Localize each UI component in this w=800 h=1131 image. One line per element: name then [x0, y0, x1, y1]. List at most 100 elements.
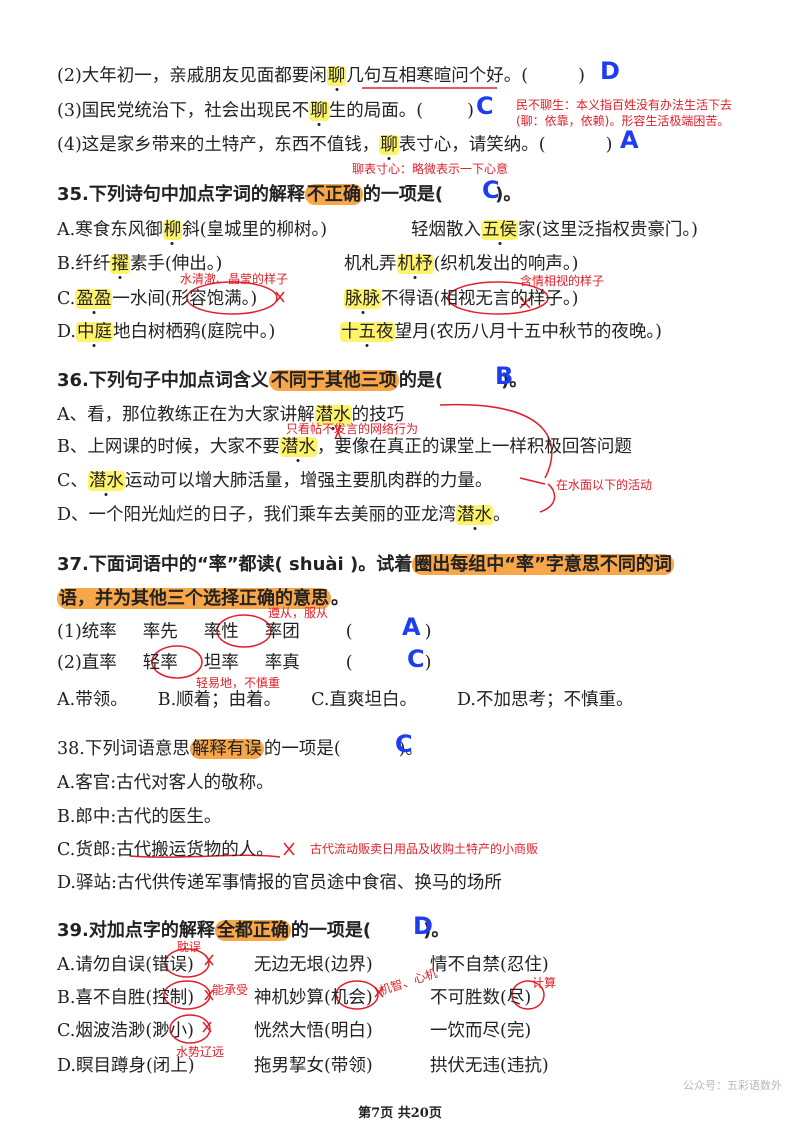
text: ) [605, 135, 613, 155]
text: ) [424, 653, 432, 673]
answer-mark: C [482, 176, 500, 204]
q35-title: 35.下列诗句中加点字词的解释不正确的一项是()。 [57, 182, 521, 208]
text: C.货郎: [57, 840, 117, 860]
dotted-char: 盈盈 [75, 289, 113, 309]
watermark: 公众号：五彩语数外 [683, 1079, 782, 1092]
q38-option-d: D.驿站:古代供传递军事情报的官员途中食宿、换马的场所 [57, 873, 502, 893]
handwritten-note: 水势辽远 [176, 1045, 225, 1059]
answer-mark: C [476, 92, 494, 120]
q39-row-b3: 不可胜数(尽) [430, 988, 532, 1008]
text: ) [578, 66, 585, 86]
text: ，要像在真正的课堂上一样积极回答问题 [316, 437, 632, 457]
text: (织机发出的响声。) [433, 254, 579, 274]
q39-row-a3: 情不自禁(忍住) [430, 955, 549, 975]
q35-option-a2: 轻烟散入五侯家(这里泛指权贵豪门。) [411, 217, 698, 243]
q37-row-1: (1)统率率先率性率团() [57, 619, 431, 645]
dotted-char: 潜水 [87, 471, 125, 491]
q38-option-b: B.郎中:古代的医生。 [57, 807, 222, 827]
word: 率真 [264, 653, 300, 673]
arrow-mark [519, 477, 546, 485]
handwritten-note: 只看帖不发言的网络行为 [286, 422, 419, 436]
text: 的是( [398, 370, 444, 391]
text: 。 [331, 588, 349, 609]
handwritten-note: 水清澈、晶莹的样子 [180, 272, 289, 286]
q38-option-c: C.货郎:古代搬运货物的人。 [57, 837, 274, 863]
text: 。 [493, 505, 511, 525]
text: 机札弄 [344, 254, 397, 274]
dotted-char: 聊 [379, 135, 399, 155]
q35-option-d: D.中庭地白树栖鸦(庭院中。) [57, 319, 275, 345]
text: 表寸心，请笑纳。( [398, 135, 546, 155]
handwritten-note: 耽误 [177, 940, 202, 954]
text: (4)这是家乡带来的土特产，东西不值钱， [57, 135, 380, 155]
q35-option-a: A.寒食东风御柳斜(皇城里的柳树。) [57, 217, 327, 243]
q38-option-a: A.客官:古代对客人的敬称。 [57, 773, 274, 793]
dotted-char: 擢 [110, 254, 130, 274]
text: C、 [57, 471, 88, 491]
handwritten-note: 轻易地，不慎重 [196, 676, 281, 690]
q39-row-b2: 神机妙算(机会) [254, 988, 373, 1008]
cross-mark [275, 291, 285, 303]
q39-row-c: C.烟波浩渺(渺小) [57, 1021, 194, 1041]
dotted-char: 潜水 [279, 437, 317, 457]
text: B、上网课的时候，大家不要 [57, 437, 280, 457]
text: )。 [423, 920, 450, 941]
text: 轻烟散入 [411, 220, 481, 240]
q36-option-d: D、一个阳光灿烂的日子，我们乘车去美丽的亚龙湾潜水。 [57, 502, 511, 528]
text: )。 [495, 184, 522, 205]
q35-option-c2: 脉脉不得语(相视无言的样子。) [344, 286, 578, 312]
text: 几句互相寒暄问个好。( [346, 66, 529, 86]
text: 35.下列诗句中加点字词的解释 [57, 184, 305, 205]
answer-mark: C [395, 730, 413, 758]
handwritten-note: (聊：依靠，依赖)。形容生活极端困苦。 [516, 114, 730, 128]
q37-options: A.带领。B.顺着；由着。C.直爽坦白。D.不加思考；不慎重。 [57, 687, 633, 713]
q35-option-c: C.盈盈一水间(形容饱满。) [57, 286, 257, 312]
q36-option-c: C、潜水运动可以增大肺活量，增强主要肌肉群的力量。 [57, 468, 492, 494]
text: 39.对加点字的解释 [57, 920, 215, 941]
highlighted-text: 不正确 [304, 184, 363, 205]
dotted-char: 中庭 [75, 322, 113, 342]
dotted-char: 十五夜 [340, 322, 395, 342]
text: 37.下面词语中的“率”都读( shuài )。试着 [57, 554, 413, 575]
handwritten-note: 古代流动贩卖日用品及收购土特产的小商贩 [310, 842, 539, 856]
q39-title: 39.对加点字的解释全都正确的一项是( )。 [57, 918, 449, 944]
word: 坦率 [203, 653, 239, 673]
text: (2)大年初一，亲戚朋友见面都要闲 [57, 66, 327, 86]
text: A、看，那位教练正在为大家讲解 [57, 405, 315, 425]
q36-title: 36.下列句子中加点词含义不同于其他三项的是()。 [57, 368, 527, 394]
q39-row-b: B.喜不自胜(控制) [57, 988, 195, 1008]
text: 的技巧 [351, 405, 405, 425]
answer-mark: D [413, 912, 433, 940]
word: 率性 [203, 622, 239, 642]
underlined-text: 古代搬运货物的人 [116, 840, 257, 860]
dotted-char: 潜水 [456, 505, 494, 525]
text: 素手(伸出。) [129, 254, 223, 274]
answer-mark: B [495, 362, 514, 390]
handwritten-note: 能承受 [212, 983, 249, 997]
text: 不得语(相视无言的样子。) [381, 289, 579, 309]
handwritten-note: 计算 [532, 976, 557, 990]
answer-mark: A [620, 126, 639, 154]
q39-row-d: D.瞑目蹲身(闭上) [57, 1056, 195, 1076]
text: (3)国民党统治下，社会出现民不 [57, 101, 310, 121]
cross-mark [202, 1021, 212, 1033]
q36-option-a: A、看，那位教练正在为大家讲解潜水的技巧 [57, 402, 404, 428]
text: ) [424, 622, 432, 642]
q36-option-b: B、上网课的时候，大家不要潜水，要像在真正的课堂上一样积极回答问题 [57, 434, 632, 460]
text: )。 [398, 739, 423, 759]
cross-mark [204, 954, 214, 966]
text: 运动可以增大肺活量，增强主要肌肉群的力量。 [124, 471, 493, 491]
highlighted-text: 语，并为其他三个选择正确的意思 [57, 588, 331, 609]
text: 的一项是( [290, 920, 372, 941]
answer-mark: D [600, 57, 620, 85]
handwritten-note: 聊表寸心：略微表示一下心意 [352, 162, 509, 176]
highlighted-text: 全都正确 [214, 920, 291, 941]
dotted-char: 聊 [309, 101, 329, 121]
dotted-char: 五侯 [481, 220, 518, 240]
text: ) [467, 101, 474, 121]
highlighted-text: 圈出每组中“率”字意思不同的词 [412, 554, 674, 575]
option: D.不加思考；不慎重。 [456, 690, 634, 710]
text: ( [345, 653, 353, 673]
dotted-char: 脉脉 [344, 289, 381, 309]
text: D. [57, 322, 76, 342]
